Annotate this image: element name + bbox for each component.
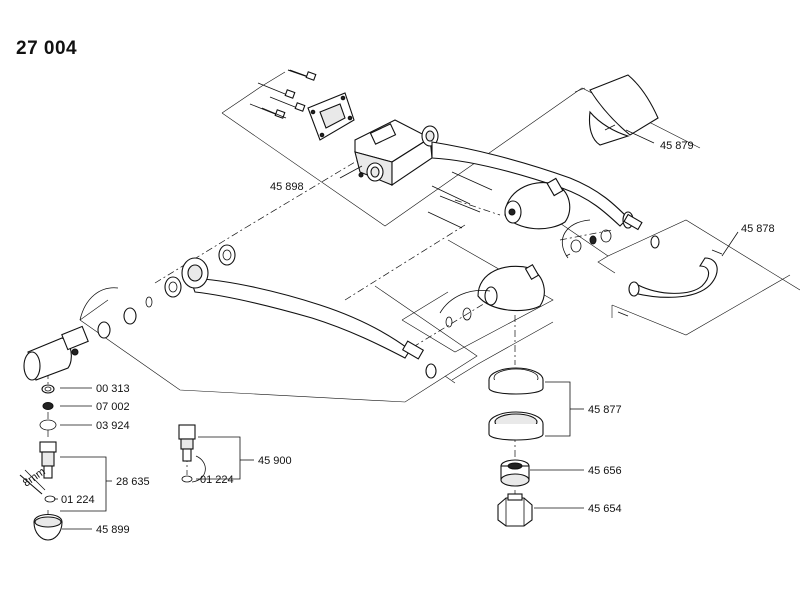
label-45654: 45 654 — [588, 503, 622, 515]
label-45879: 45 879 — [660, 140, 694, 152]
valve-45900 — [178, 424, 206, 483]
upper-arm — [431, 141, 643, 231]
label-07002: 07 002 — [96, 401, 130, 413]
cartridge-45656 — [500, 459, 530, 487]
cover-45879 — [588, 74, 659, 146]
part-labels: 45 898 45 879 45 878 00 313 07 002 03 92… — [21, 140, 775, 536]
label-28635: 28 635 — [116, 476, 150, 488]
label-45898: 45 898 — [270, 181, 304, 193]
wall-bolts — [249, 69, 317, 119]
label-45656: 45 656 — [588, 465, 622, 477]
ring-set-45877 — [488, 367, 544, 441]
adapter-45654 — [497, 493, 533, 527]
lever-handle — [23, 287, 153, 381]
label-01224-left: 01 224 — [61, 494, 95, 506]
upper-connector-seals — [561, 219, 660, 259]
label-45900: 45 900 — [258, 455, 292, 467]
hook-arm-45878 — [617, 249, 723, 317]
leader-lines — [54, 129, 739, 530]
block-screws — [427, 171, 493, 229]
label-45878: 45 878 — [741, 223, 775, 235]
middle-head-dome — [439, 264, 545, 328]
mounting-block — [354, 119, 439, 187]
label-45899: 45 899 — [96, 524, 130, 536]
arm-washers — [164, 244, 437, 379]
frame-lines — [79, 71, 800, 403]
wall-plate — [307, 92, 355, 141]
label-45877: 45 877 — [588, 404, 622, 416]
upper-head-dome — [504, 177, 571, 230]
label-00313: 00 313 — [96, 383, 130, 395]
label-03924: 03 924 — [96, 420, 130, 432]
lower-arm — [181, 257, 425, 360]
diagram-title: 27 004 — [16, 38, 78, 59]
left-stack — [19, 384, 63, 541]
label-01224-right: 01 224 — [200, 474, 234, 486]
